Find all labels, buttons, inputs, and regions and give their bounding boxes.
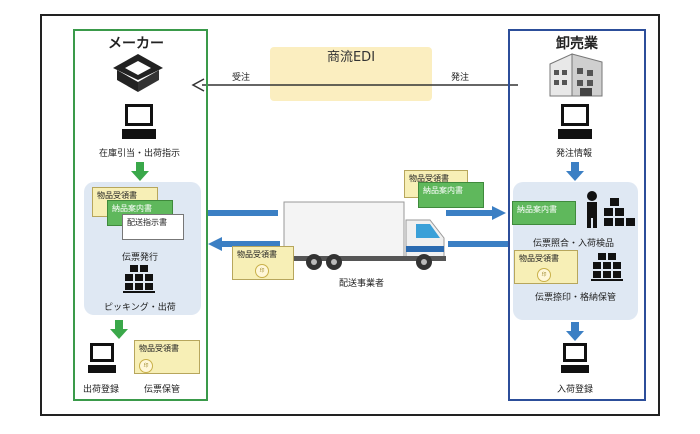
order-info-label: 発注情報 xyxy=(556,149,593,159)
doc-delivery-instruction: 配送指示書 xyxy=(122,214,184,240)
doc-delivery-note-transport: 納品案内書 xyxy=(418,182,484,208)
doc-delivery-note-label: 納品案内書 xyxy=(112,204,152,213)
doc-delivery-note-wholesaler-label: 納品案内書 xyxy=(517,205,557,214)
seal-icon: 印 xyxy=(139,359,153,373)
shipment-arrow xyxy=(208,206,506,220)
doc-receipt-wholesaler: 物品受領書 印 xyxy=(514,250,578,284)
order-received-label: 受注 xyxy=(232,73,251,83)
doc-receipt-wholesaler-label: 物品受領書 xyxy=(519,254,559,263)
maker-title: メーカー xyxy=(108,36,164,52)
truck-icon xyxy=(282,201,446,270)
return-arrow xyxy=(208,237,508,251)
doc-receipt-transport-label: 物品受領書 xyxy=(409,174,449,183)
doc-receipt-return: 物品受領書 印 xyxy=(232,246,294,280)
doc-delivery-note-wholesaler: 納品案内書 xyxy=(512,201,576,225)
factory-icon xyxy=(113,54,163,92)
edi-band: 商流EDI xyxy=(270,47,432,101)
seal-icon: 印 xyxy=(537,268,551,282)
computer-icon xyxy=(561,343,589,373)
wholesaler-title: 卸売業 xyxy=(556,36,598,52)
edi-order-arrow xyxy=(191,78,518,92)
slip-keep-label: 伝票保管 xyxy=(144,385,181,395)
flow-arrow-down-4 xyxy=(566,322,584,341)
carrier-label: 配送事業者 xyxy=(339,279,385,289)
warehouse-icon xyxy=(549,53,603,97)
doc-receipt-label: 物品受領書 xyxy=(97,191,137,200)
doc-receipt-bottom: 物品受領書 印 xyxy=(134,340,200,374)
seal-icon: 印 xyxy=(255,264,269,278)
ship-register-label: 出荷登録 xyxy=(83,385,120,395)
computer-icon xyxy=(558,104,592,139)
picking-label: ピッキング・出荷 xyxy=(104,303,176,313)
doc-delivery-instruction-label: 配送指示書 xyxy=(127,218,167,227)
doc-receipt-bottom-label: 物品受領書 xyxy=(139,344,179,353)
computer-icon xyxy=(122,104,156,139)
order-placed-label: 発注 xyxy=(451,73,470,83)
receive-register-label: 入荷登録 xyxy=(557,385,594,395)
flow-arrow-down-2 xyxy=(110,320,128,339)
maker-box xyxy=(73,29,208,401)
slip-check-label: 伝票照合・入荷検品 xyxy=(533,239,615,249)
flow-arrow-down-3 xyxy=(566,162,584,181)
doc-receipt-return-label: 物品受領書 xyxy=(237,250,277,259)
computer-icon xyxy=(88,343,116,373)
boxes-icon xyxy=(591,253,623,281)
slip-issue-label: 伝票発行 xyxy=(122,253,159,263)
worker-icon xyxy=(587,191,635,228)
slip-stamp-label: 伝票捺印・格納保管 xyxy=(535,293,617,303)
inventory-label: 在庫引当・出荷指示 xyxy=(99,149,181,159)
boxes-icon xyxy=(123,265,155,293)
edi-title: 商流EDI xyxy=(326,50,376,65)
doc-delivery-note-transport-label: 納品案内書 xyxy=(423,186,463,195)
wholesaler-box xyxy=(508,29,646,401)
flow-arrow-down-1 xyxy=(131,162,149,181)
